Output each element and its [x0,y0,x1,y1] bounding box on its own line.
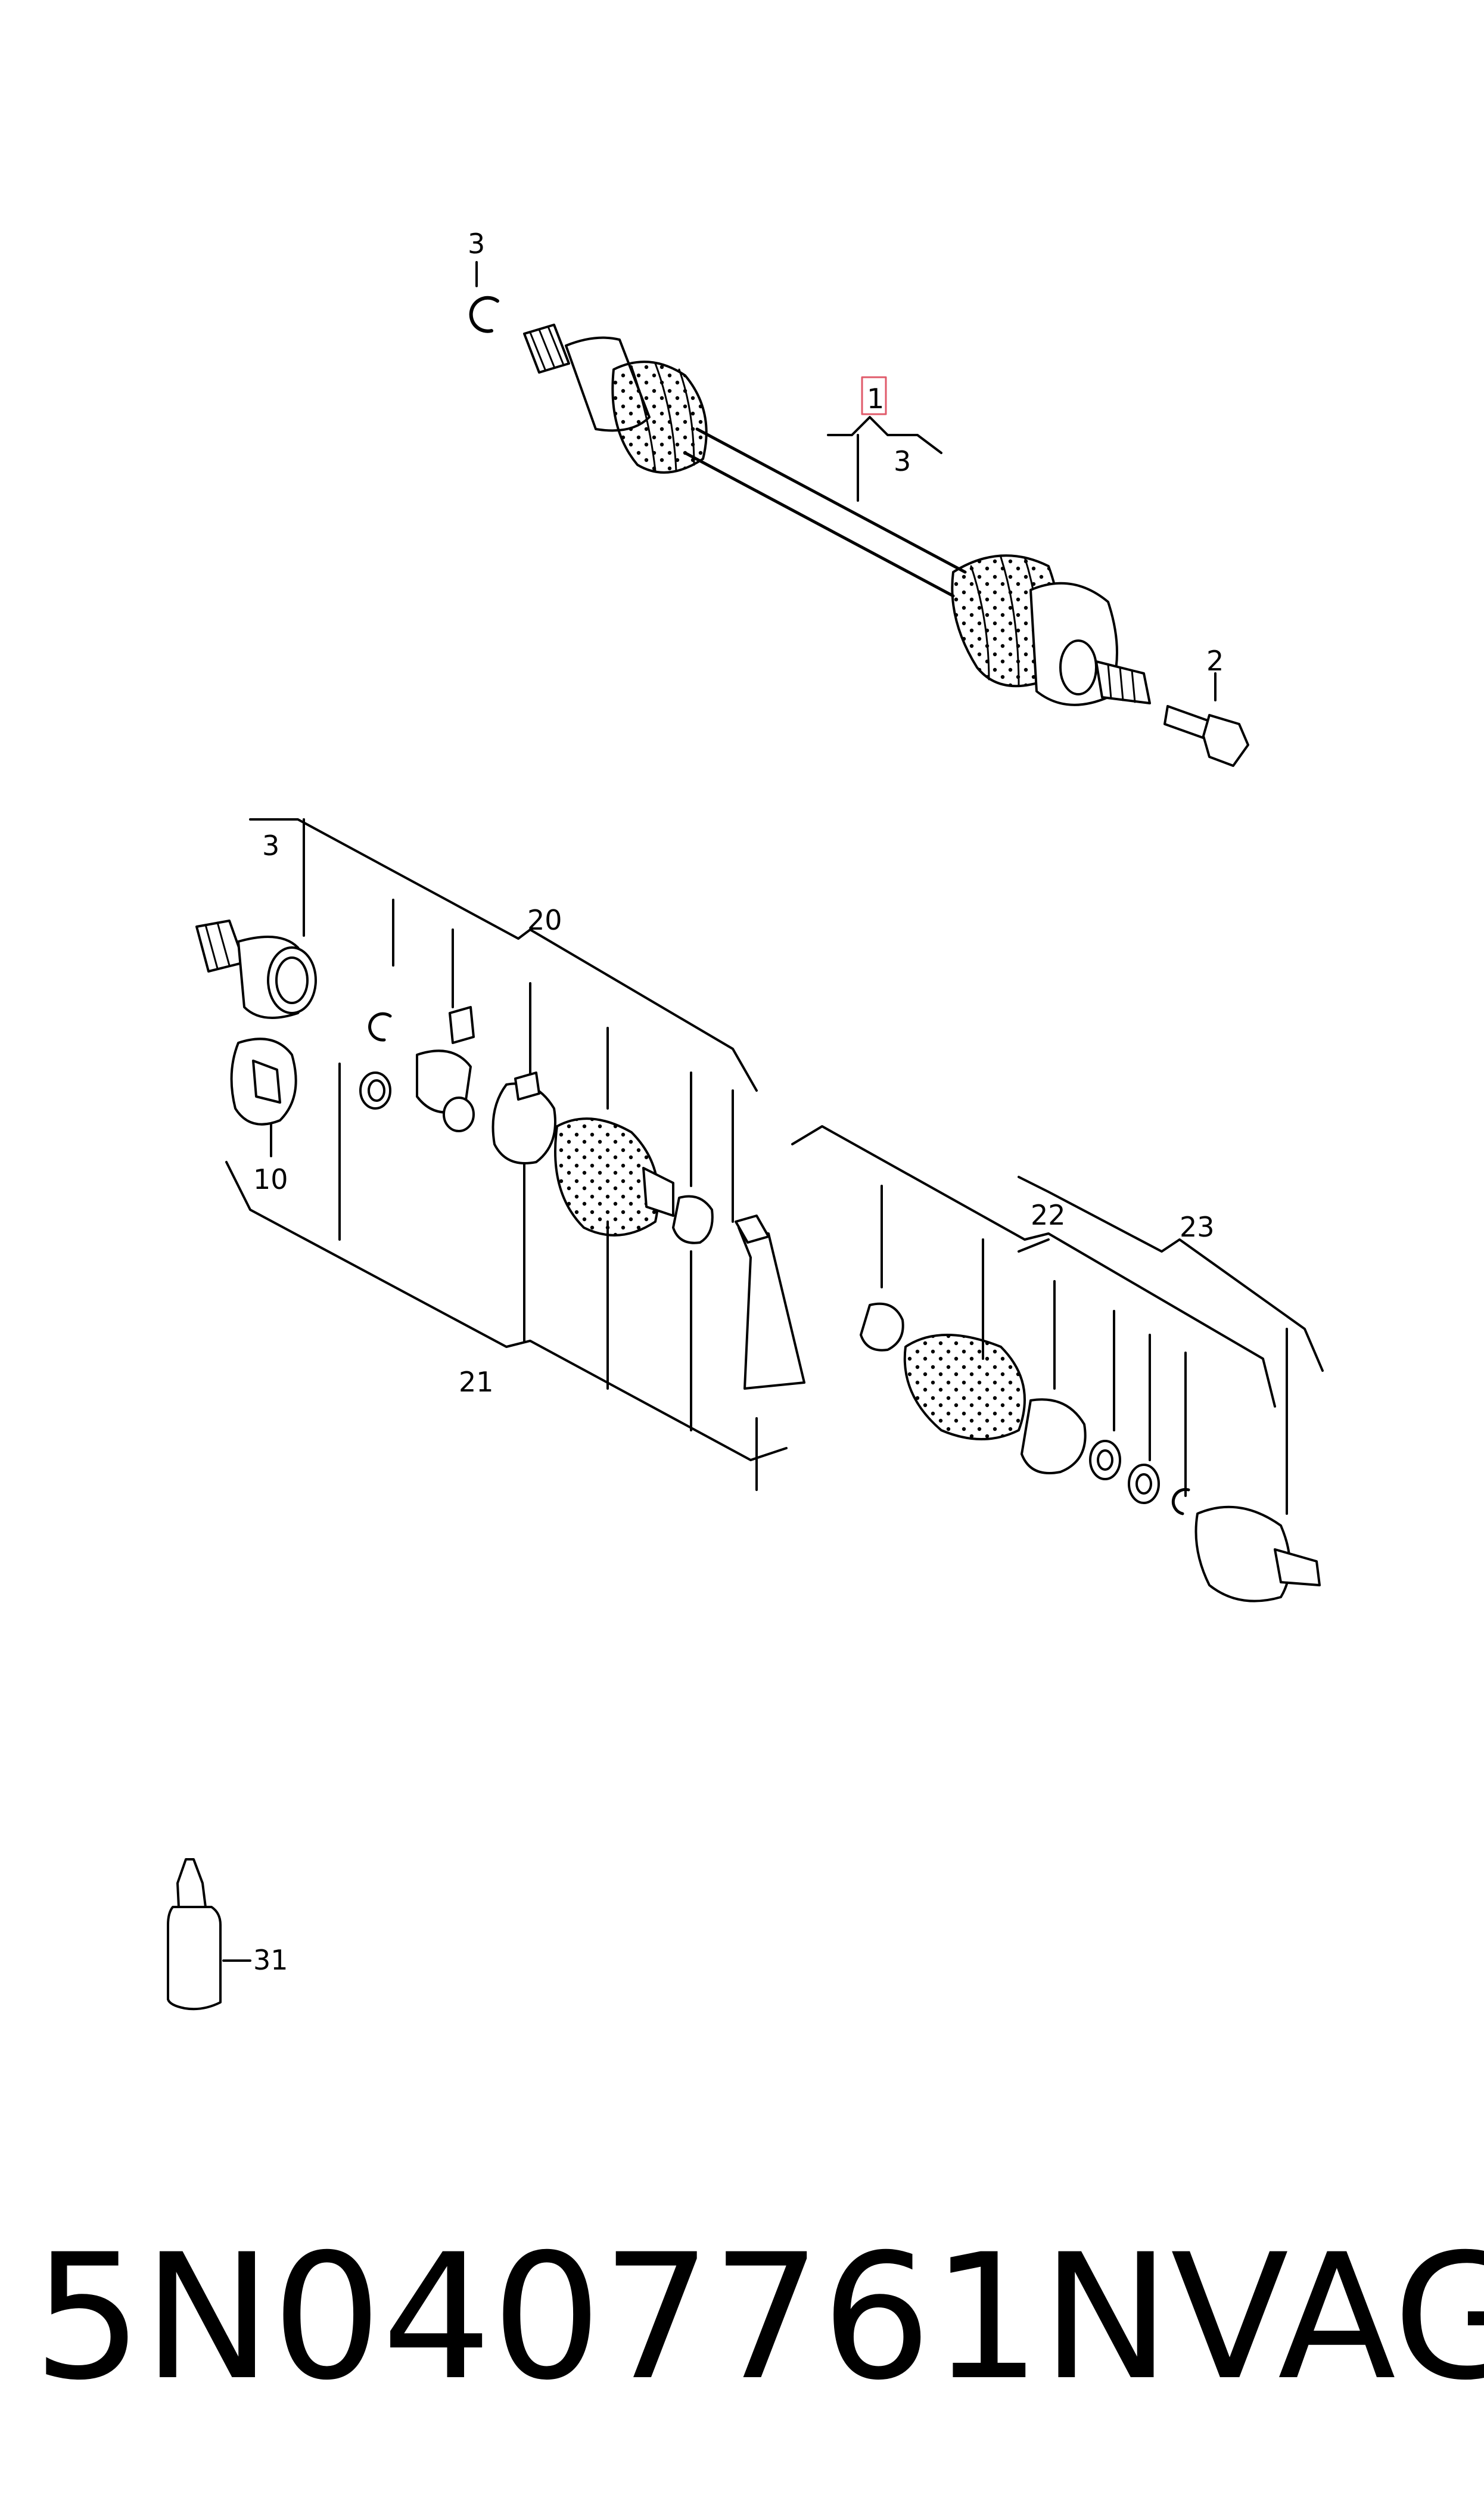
bracket-23 [1018,1176,1324,1372]
inner-joint-kit [195,818,805,1491]
bracket-kit-outer [791,1125,1276,1408]
callout-10: 10 [253,1163,288,1195]
outer-boot-kit [903,1334,1026,1440]
callout-22: 22 [1031,1199,1066,1231]
circlip-part-3 [469,296,499,333]
circlip [368,1012,392,1042]
outer-circlip [1171,1487,1190,1515]
callout-2: 2 [1206,645,1224,677]
bracket-1 [827,416,942,454]
callout-3-top: 3 [468,228,485,260]
bolt-part-2 [1163,705,1211,740]
callout-1: 1 [867,383,884,415]
bracket-22 [1018,1238,1050,1253]
washer-1 [1089,1440,1121,1480]
callout-21: 21 [459,1366,494,1398]
bracket-20 [249,818,758,1092]
outer-joint-kit-body [1194,1505,1291,1602]
callout-20: 20 [527,904,562,936]
callout-31: 31 [253,1944,288,1976]
grease-tube [738,1226,805,1390]
grease-bottle-part-31 [167,1858,251,2011]
callout-23: 23 [1180,1211,1215,1243]
sleeve [359,1071,391,1110]
callout-labels: 3 1 3 2 3 20 10 21 22 23 31 [253,228,1224,1976]
washer-2 [1128,1464,1160,1504]
drive-shaft-assembly [469,261,1249,767]
outer-large-clamp [1021,1398,1087,1474]
cage-part-10 [230,1038,297,1126]
outer-small-clamp [860,1302,904,1352]
small-clamp [672,1195,714,1244]
outer-joint-kit [791,1125,1324,1602]
highlight-box-1 [861,376,887,415]
joint-housing-part-3 [195,920,245,973]
footer-part-number-row: 5N0407761N VAG [33,2217,1484,2418]
callout-3-kit: 3 [262,830,279,862]
callout-3-shaft: 3 [894,445,911,477]
brand-name: VAG [1170,2217,1484,2418]
inner-boot-kit [554,1117,659,1237]
part-number: 5N0407761N [33,2217,1171,2418]
clamp [491,1082,556,1164]
inner-boot [611,361,708,474]
